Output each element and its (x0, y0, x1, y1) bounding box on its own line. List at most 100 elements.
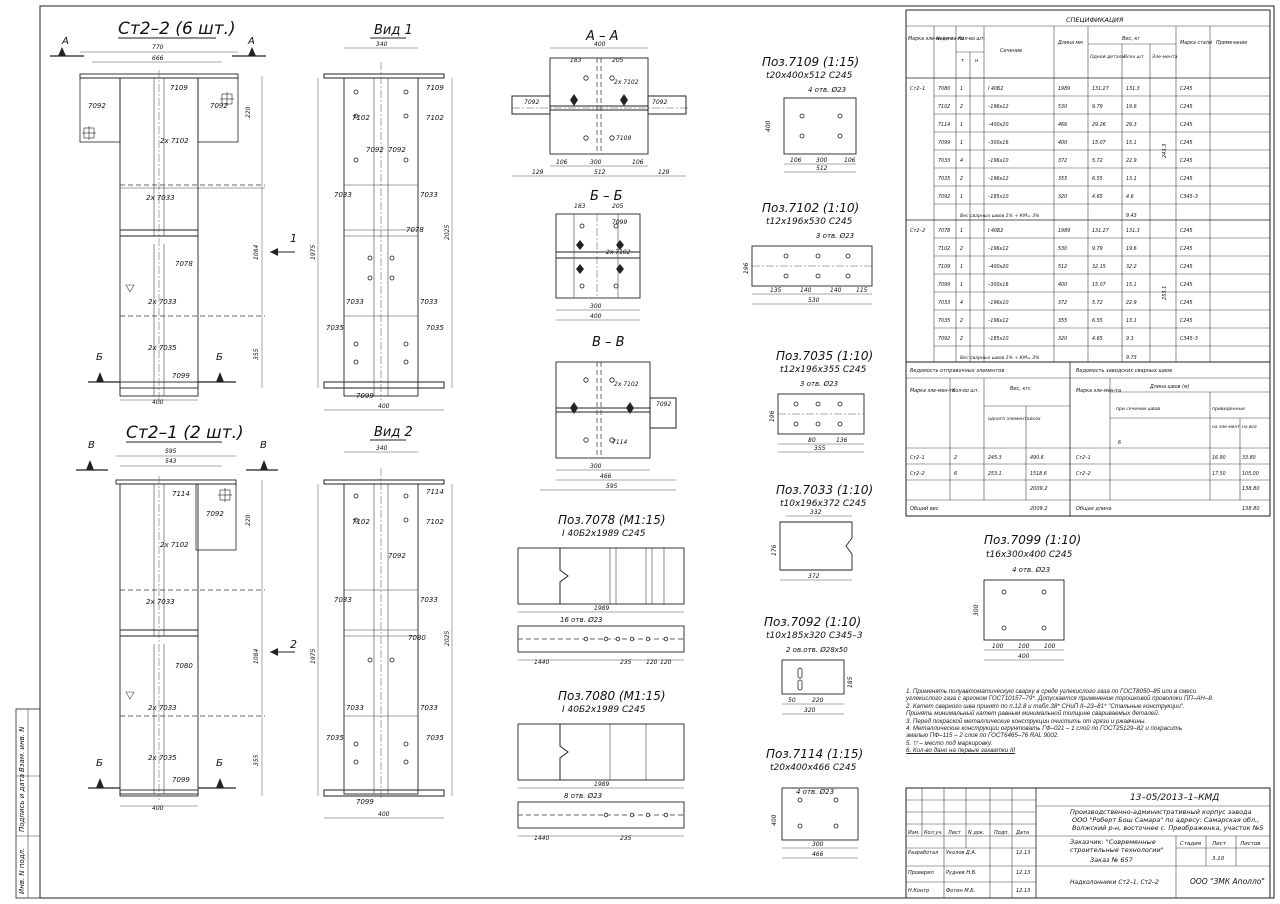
spec-cell: 13.1 (1126, 176, 1137, 182)
dim-135-7102: 135 (770, 287, 782, 294)
p7102-holes: 3 отв. Ø23 (816, 232, 854, 240)
stamp-h-data: Дата (1015, 830, 1029, 836)
ved-h-vseh: всех (1030, 417, 1041, 422)
spec-cell: С245 (1180, 122, 1193, 128)
spec-cell: 355 (1058, 176, 1067, 182)
stamp-razrab-name: Уколов Д.А. (946, 850, 976, 856)
spec-cell: 7035 (938, 176, 950, 182)
spec-cell: 2 (960, 104, 963, 110)
st2-1-title: Ст2–1 (2 шт.) (126, 423, 244, 443)
mark-7080: 7080 (175, 662, 193, 670)
spec-cell: 7102 (938, 246, 950, 252)
vid1-mark-7033-d: 7033 (420, 298, 438, 306)
spec-cell: 9.79 (1092, 104, 1103, 110)
mark-7109: 7109 (170, 84, 188, 92)
spec-cell: С245 (1180, 158, 1193, 164)
part-7033: Поз.7033 (1:10) t10х196х372 С245 332 372… (771, 483, 873, 581)
spec-cell: 15.07 (1092, 140, 1106, 146)
p7078-hole-row (583, 636, 669, 642)
spec-cell: 2 (960, 246, 963, 252)
dim-176-7033: 176 (771, 544, 778, 556)
spec-cell: 320 (1058, 194, 1067, 200)
p7109-holes: 4 отв. Ø23 (808, 86, 846, 94)
vid1-mark-7092-a: 7092 (366, 146, 384, 154)
p7092-holes: 2 ов.отв. Ø28х50 (786, 646, 848, 654)
ved-h-vse: на все (1242, 425, 1257, 430)
spec-cell: 7099 (938, 282, 950, 288)
ved-obshiy-ves: Общий вес (910, 506, 939, 512)
stamp-prover-date: 12.13 (1016, 870, 1030, 876)
sec-bb-title: Б – Б (590, 189, 623, 204)
spec-cell: 7114 (938, 122, 950, 128)
aa-mark-7109: 7109 (616, 135, 631, 142)
spec-cell: С245 (1180, 86, 1193, 92)
p7102-spec: t12х196х530 С245 (766, 217, 853, 227)
ved-cell: 2 (954, 455, 957, 461)
dim-80-7035: 80 (808, 437, 816, 444)
ved-cell: Ст2–2 (910, 471, 925, 477)
spec-h-ves: Вес, кг (1122, 36, 1140, 42)
section-v-v: В – В 2х 7102 7092 7114 300 466 595 (540, 335, 677, 491)
vid2-mark-7114: 7114 (426, 488, 444, 496)
ved-cell: 105.00 (1242, 471, 1259, 477)
vid1-title: Вид 1 (374, 23, 413, 38)
p7078-title: Поз.7078 (М1:15) (558, 513, 666, 527)
dim-400-v1: 400 (378, 403, 390, 410)
ved-cell: 6 (954, 471, 957, 477)
note-line: эмалью ПФ–115 – 2 слоя по ГОСТ6465–76 RA… (906, 732, 1059, 740)
dim-106-aa-b: 106 (632, 159, 644, 166)
stamp-nkontr-date: 12.13 (1016, 888, 1030, 894)
spec-h-dlina: Длина мм (1057, 40, 1083, 46)
mark-7092-c: 7092 (206, 510, 224, 518)
dim-183-aa: 183 (570, 57, 582, 64)
ved-cell: 16.90 (1212, 455, 1226, 461)
vid2-mark-7035-b: 7035 (426, 734, 444, 742)
spec-cell: 1 (960, 228, 963, 234)
p7035-holes: 3 отв. Ø23 (800, 380, 838, 388)
spec-cell: 355 (1058, 318, 1067, 324)
spec-cell: 400 (1058, 140, 1067, 146)
spec-cell: 29.3 (1126, 122, 1137, 128)
dim-2025-v2: 2025 (444, 631, 451, 646)
spec-cell: 1989 (1058, 86, 1070, 92)
dim-120-7078-b: 120 (660, 659, 672, 666)
aa-mark-7092-a: 7092 (524, 99, 539, 106)
dim-106-7109-b: 106 (844, 157, 856, 164)
dim-300-7114: 300 (812, 841, 824, 848)
p7114-spec: t20х400х466 С245 (770, 763, 857, 773)
view-st2-2: Ст2–2 (6 шт.) А А 770 666 7092 7092 7109… (50, 19, 297, 406)
stamp-razrab-date: 12.13 (1016, 850, 1030, 856)
stamp-object1: Производственно-административный корпус … (1070, 808, 1252, 816)
part-7078: Поз.7078 (М1:15) I 40Б2х1989 С245 1989 1… (517, 513, 685, 666)
spec-cell: 22.9 (1126, 158, 1137, 164)
mark-2x7033-c: 2х 7033 (146, 598, 175, 606)
arrow-1-label: 1 (290, 232, 297, 245)
spec-cell: 19.6 (1126, 104, 1137, 110)
vid1-mark-7102-a: 7102 (352, 114, 370, 122)
spec-cell: 131.3 (1126, 86, 1140, 92)
spec-cell: 320 (1058, 336, 1067, 342)
dim-595: 595 (165, 448, 177, 455)
stamp-nkontr-name: Фотин М.Б. (946, 888, 975, 894)
spec-h-ves-vseh: Всех шт. (1124, 54, 1145, 60)
spec-cell: 2 (960, 336, 963, 342)
stamp-stadiya: Стадия (1180, 841, 1202, 847)
dim-400-v2: 400 (378, 811, 390, 818)
spec-cell: 7102 (938, 104, 950, 110)
general-notes: 1. Применять полуавтоматическую сварку в… (906, 688, 1266, 755)
dim-235-7078: 235 (620, 659, 632, 666)
spec-cell: 5.72 (1092, 300, 1103, 306)
stamp-customer2: строительные технологии" (1070, 846, 1164, 854)
dim-1975-v1: 1975 (310, 245, 317, 260)
dim-1084-a: 1084 (253, 245, 260, 260)
spec-cell: С345–3 (1180, 194, 1198, 200)
mark-2x7033-d: 2х 7033 (148, 704, 177, 712)
spec-cell: –400х20 (988, 122, 1009, 128)
dim-136-7035: 136 (836, 437, 848, 444)
ved-h-na-el: на эле-мент (1212, 425, 1240, 430)
sec-vv-title: В – В (592, 335, 625, 350)
stamp-h-ndok: N док. (968, 830, 984, 836)
spec-cell: 4 (960, 300, 963, 306)
dim-400-st22: 400 (152, 399, 164, 406)
